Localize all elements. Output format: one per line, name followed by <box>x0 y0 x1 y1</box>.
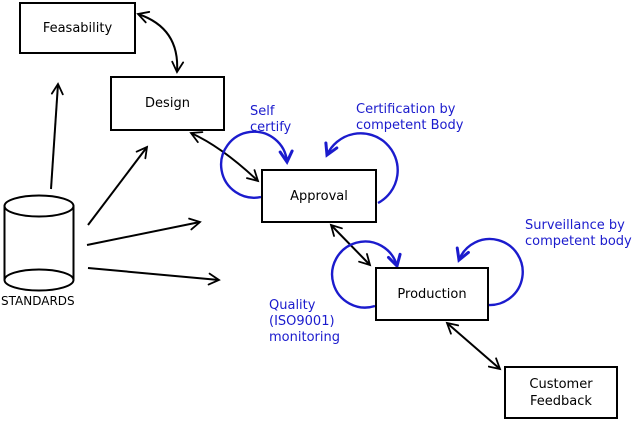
certification-loop-arrow <box>324 132 399 205</box>
standards-to-feasability-arrow <box>50 82 64 190</box>
node-approval-label: Approval <box>290 188 348 204</box>
standards-cylinder <box>3 194 75 292</box>
quality-monitoring-loop-arrow <box>330 240 402 309</box>
node-production: Production <box>375 267 489 321</box>
standards-to-approval-arrow <box>86 217 202 246</box>
design-approval-arrow <box>189 131 260 183</box>
standards-to-design-arrow <box>87 145 149 226</box>
self-certify-loop-arrow <box>219 130 294 199</box>
production-customer-feedback-arrow <box>445 321 502 371</box>
node-customer-feedback: Customer Feedback <box>504 366 618 419</box>
node-customer-feedback-label: Customer Feedback <box>529 376 593 409</box>
feasability-design-arrow <box>136 11 185 74</box>
node-approval: Approval <box>261 169 377 223</box>
node-feasability: Feasability <box>19 2 136 54</box>
surveillance-loop-arrow <box>455 237 524 307</box>
node-production-label: Production <box>397 286 467 302</box>
annotation-certification-by-competent-body: Certification by competent Body <box>356 102 464 133</box>
node-design-label: Design <box>145 96 190 111</box>
node-design: Design <box>110 76 225 131</box>
annotation-quality-iso9001-monitoring: Quality (ISO9001) monitoring <box>269 298 340 345</box>
standards-to-production-arrow <box>87 267 221 286</box>
annotation-self-certify: Self certify <box>250 104 292 135</box>
node-feasability-label: Feasability <box>42 20 113 36</box>
annotation-surveillance-by-competent-body: Surveillance by competent body <box>525 218 632 249</box>
standards-label: STANDARDS <box>1 294 75 308</box>
